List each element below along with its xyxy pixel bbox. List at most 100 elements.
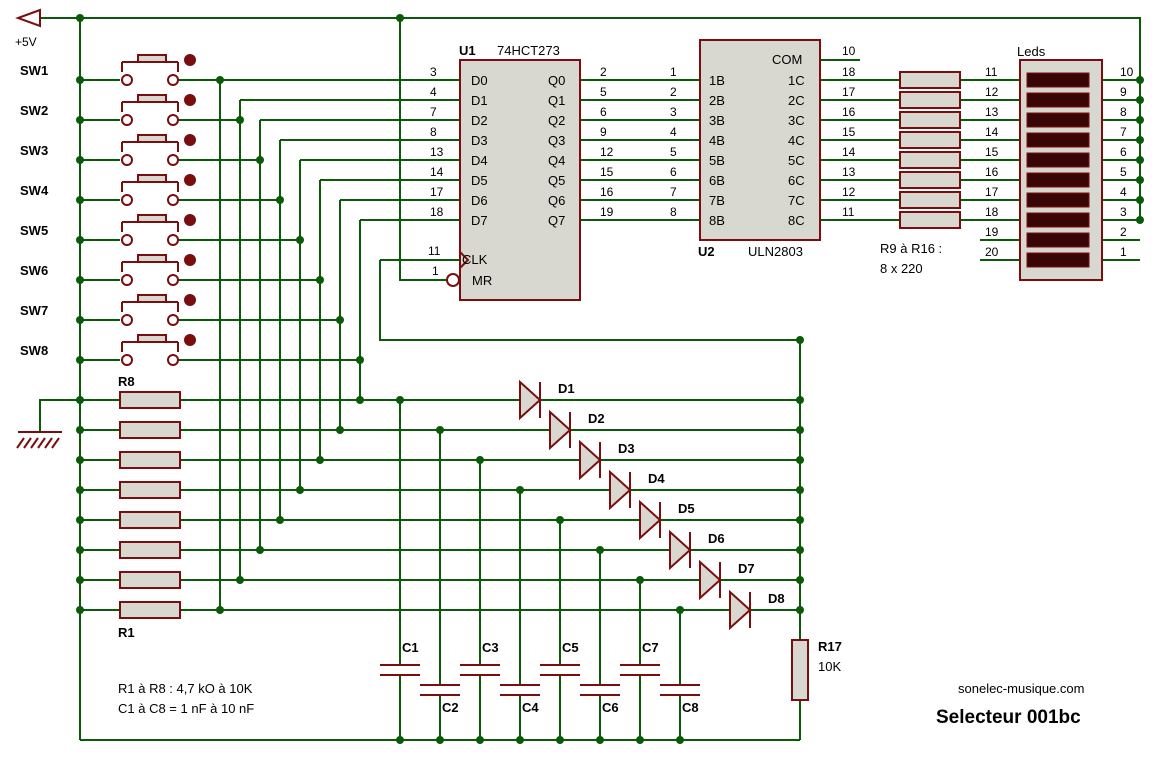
u1-q-pin: Q1 (548, 93, 565, 108)
leds-right-num: 9 (1120, 85, 1127, 99)
diode (699, 559, 722, 601)
diode-label: D4 (648, 471, 665, 486)
junction-dot (516, 486, 524, 494)
switch-terminal (167, 154, 179, 166)
u1-d-pin: D7 (471, 213, 488, 228)
switch-indicator-icon (184, 214, 196, 226)
cap-label-bottom: C8 (682, 700, 699, 715)
led-segment (1026, 192, 1090, 208)
leds-label: Leds (1017, 44, 1046, 59)
u2-c-num: 16 (842, 105, 856, 119)
switch-label-5: SW5 (20, 223, 48, 238)
switch-terminal (121, 314, 133, 326)
junction-dot (1136, 96, 1144, 104)
resistor (119, 481, 181, 499)
led-resistor (899, 71, 961, 89)
r17-ref: R17 (818, 639, 842, 654)
junction-dot (296, 236, 304, 244)
cap-label-top: C3 (482, 640, 499, 655)
u1-d-pin: D1 (471, 93, 488, 108)
led-segment (1026, 92, 1090, 108)
diode (519, 379, 542, 421)
u2-c-num: 14 (842, 145, 856, 159)
u1-q-pin: Q5 (548, 173, 565, 188)
note-line1: R1 à R8 : 4,7 kO à 10K (118, 681, 253, 696)
cap-label-top: C7 (642, 640, 659, 655)
junctions (76, 14, 1144, 744)
diode-label: D8 (768, 591, 785, 606)
led-resistor (899, 211, 961, 229)
junction-dot (396, 14, 404, 22)
r9-note-line1: R9 à R16 : (880, 241, 942, 256)
junction-dot (796, 486, 804, 494)
switch-terminal (167, 74, 179, 86)
junction-dot (336, 316, 344, 324)
resistor (119, 571, 181, 589)
switch-label-2: SW2 (20, 103, 48, 118)
ground-hatch (37, 437, 46, 449)
switch-indicator-icon (184, 94, 196, 106)
junction-dot (76, 396, 84, 404)
u2-part: ULN2803 (748, 244, 803, 259)
resistor (119, 451, 181, 469)
junction-dot (436, 426, 444, 434)
led-segment (1026, 132, 1090, 148)
led-segment (1026, 72, 1090, 88)
switch-label-6: SW6 (20, 263, 48, 278)
u2-b-num: 3 (670, 105, 677, 119)
u2-b-pin: 5B (709, 153, 725, 168)
u2-c-num: 11 (842, 205, 855, 219)
u2-c-pin: 5C (788, 153, 805, 168)
junction-dot (596, 736, 604, 744)
u2-com: COM (772, 52, 802, 67)
leds-right-num: 1 (1120, 245, 1127, 259)
ground-link (39, 399, 80, 432)
ground-hatch (23, 437, 32, 449)
junction-dot (76, 426, 84, 434)
u1-d-num: 4 (430, 85, 437, 99)
leds-left-num: 15 (985, 145, 999, 159)
u2-b-pin: 8B (709, 213, 725, 228)
resistor (119, 511, 181, 529)
junction-dot (1136, 216, 1144, 224)
junction-dot (76, 14, 84, 22)
switch-plunger (137, 134, 167, 143)
leds-left-num: 14 (985, 125, 999, 139)
junction-dot (76, 116, 84, 124)
u2-c-num: 18 (842, 65, 856, 79)
junction-dot (636, 736, 644, 744)
switch-terminal (121, 274, 133, 286)
u2-c-pin: 4C (788, 133, 805, 148)
u2-b-num: 5 (670, 145, 677, 159)
switch-terminal (167, 354, 179, 366)
u2-c-pin: 1C (788, 73, 805, 88)
u1-q-num: 6 (600, 105, 607, 119)
junction-dot (76, 196, 84, 204)
junction-dot (316, 276, 324, 284)
u1-d-num: 3 (430, 65, 437, 79)
diode-label: D1 (558, 381, 575, 396)
switch-terminal (121, 194, 133, 206)
switch-plunger (137, 254, 167, 263)
junction-dot (316, 456, 324, 464)
switch-terminal (167, 314, 179, 326)
leds-left-num: 12 (985, 85, 999, 99)
led-segment (1026, 152, 1090, 168)
junction-dot (236, 116, 244, 124)
junction-dot (76, 516, 84, 524)
u1-q-num: 16 (600, 185, 614, 199)
diode-label: D5 (678, 501, 695, 516)
r8-label: R8 (118, 374, 135, 389)
u2-b-num: 1 (670, 65, 677, 79)
switch-plunger (137, 174, 167, 183)
u2-b-pin: 4B (709, 133, 725, 148)
switch-indicator-icon (184, 134, 196, 146)
u1-d-num: 18 (430, 205, 444, 219)
u1-q-pin: Q0 (548, 73, 565, 88)
leds-left-num: 11 (985, 65, 998, 79)
u1-q-num: 12 (600, 145, 614, 159)
leds-right-num: 4 (1120, 185, 1127, 199)
junction-dot (76, 486, 84, 494)
junction-dot (1136, 136, 1144, 144)
cap-label-top: C5 (562, 640, 579, 655)
